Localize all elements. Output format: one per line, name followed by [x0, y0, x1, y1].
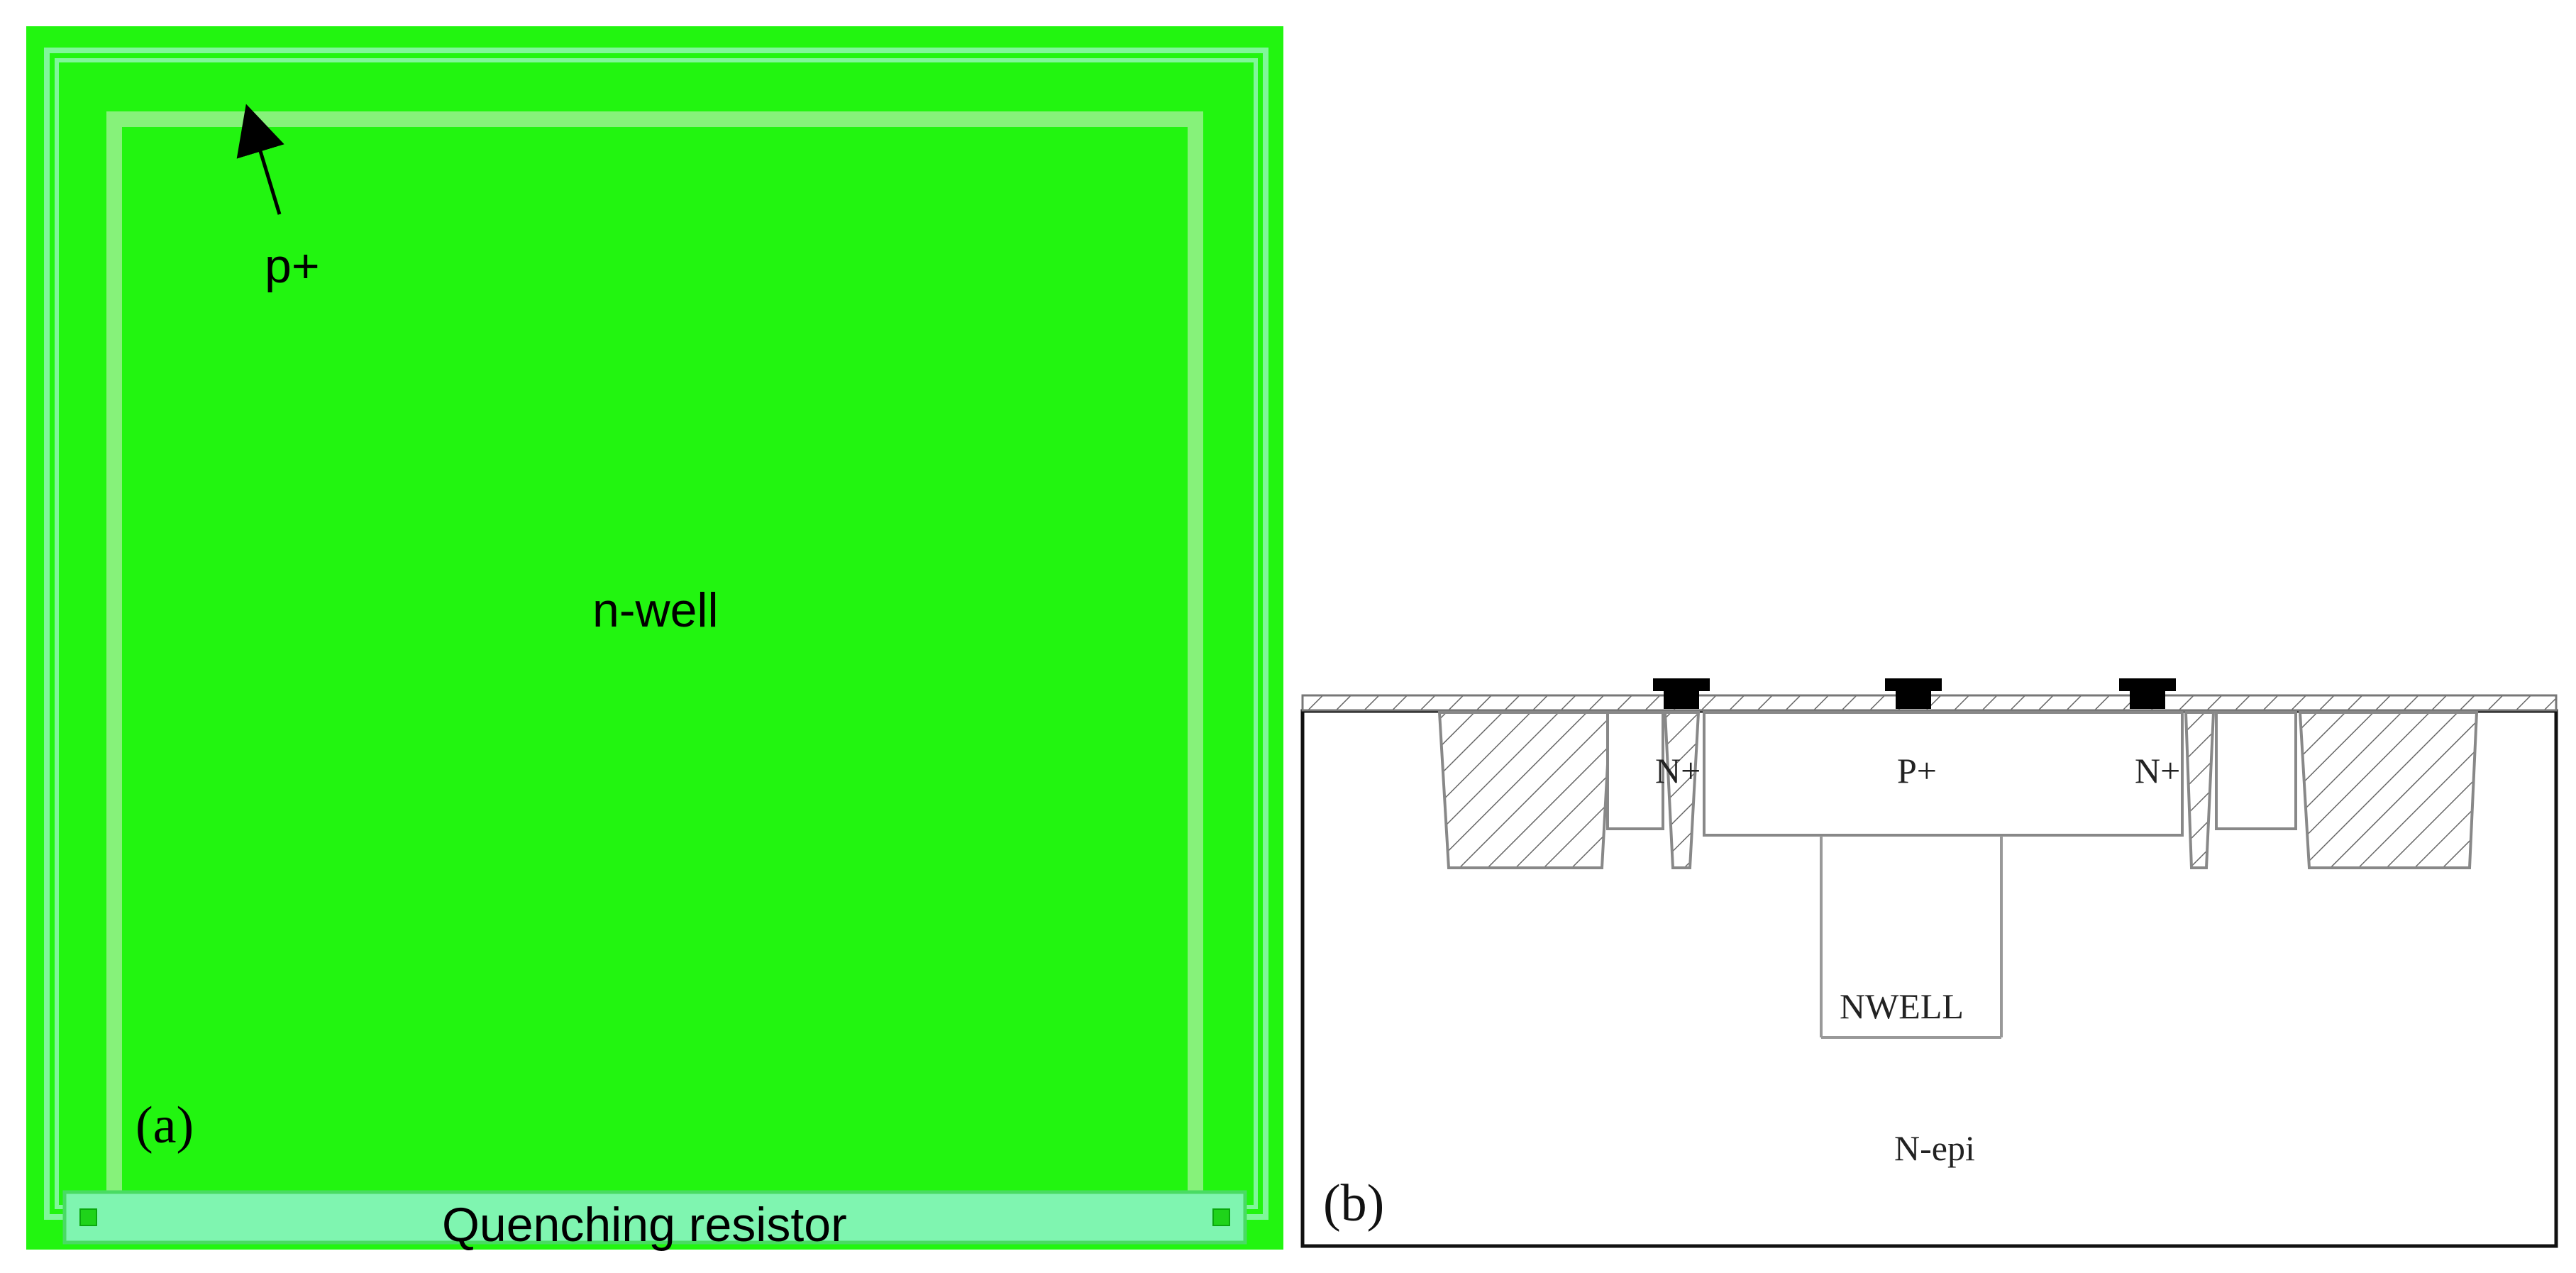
p-plus-region — [1703, 711, 2184, 837]
right-isolation-region — [2298, 711, 2479, 869]
quenching-resistor-label: Quenching resistor — [442, 1198, 847, 1252]
cross-section-drawing: N+ P+ N+ NWELL N-epi (b) — [1300, 678, 2558, 1248]
panel-b-label: (b) — [1323, 1174, 1384, 1233]
p-plus-arrow — [236, 104, 284, 215]
left-contact-cap — [1653, 678, 1710, 691]
center-contact-cap — [1885, 678, 1942, 691]
center-contact-stem — [1896, 691, 1931, 709]
nwell-region — [133, 138, 1176, 1190]
p-plus-label: p+ — [265, 239, 320, 293]
resistor-left-contact — [79, 1208, 97, 1226]
p-plus-label: P+ — [1897, 751, 1937, 790]
resistor-right-contact — [1212, 1208, 1230, 1226]
quenching-resistor — [62, 1190, 1247, 1245]
nwell-label: n-well — [592, 583, 719, 637]
right-inner-isolation — [2184, 711, 2216, 869]
panel-a-layout: p+ n-well Quenching resistor (a) — [26, 26, 1283, 1252]
layout-drawing: p+ n-well Quenching resistor (a) — [26, 26, 1283, 1252]
panel-a-label: (a) — [136, 1096, 194, 1154]
n-epi-label: N-epi — [1894, 1128, 1975, 1168]
left-contact-stem — [1664, 691, 1699, 709]
n-plus-right-label: N+ — [2135, 751, 2180, 790]
right-contact-stem — [2130, 691, 2165, 709]
nwell-label: NWELL — [1840, 986, 1964, 1026]
left-isolation-region — [1437, 711, 1613, 869]
left-n-plus-region — [1606, 711, 1664, 830]
left-inner-isolation — [1663, 711, 1701, 869]
panel-b-cross-section: N+ P+ N+ NWELL N-epi (b) — [1300, 678, 2558, 1248]
right-contact-cap — [2119, 678, 2176, 691]
right-n-plus-region — [2215, 711, 2297, 830]
n-plus-left-label: N+ — [1655, 751, 1701, 790]
